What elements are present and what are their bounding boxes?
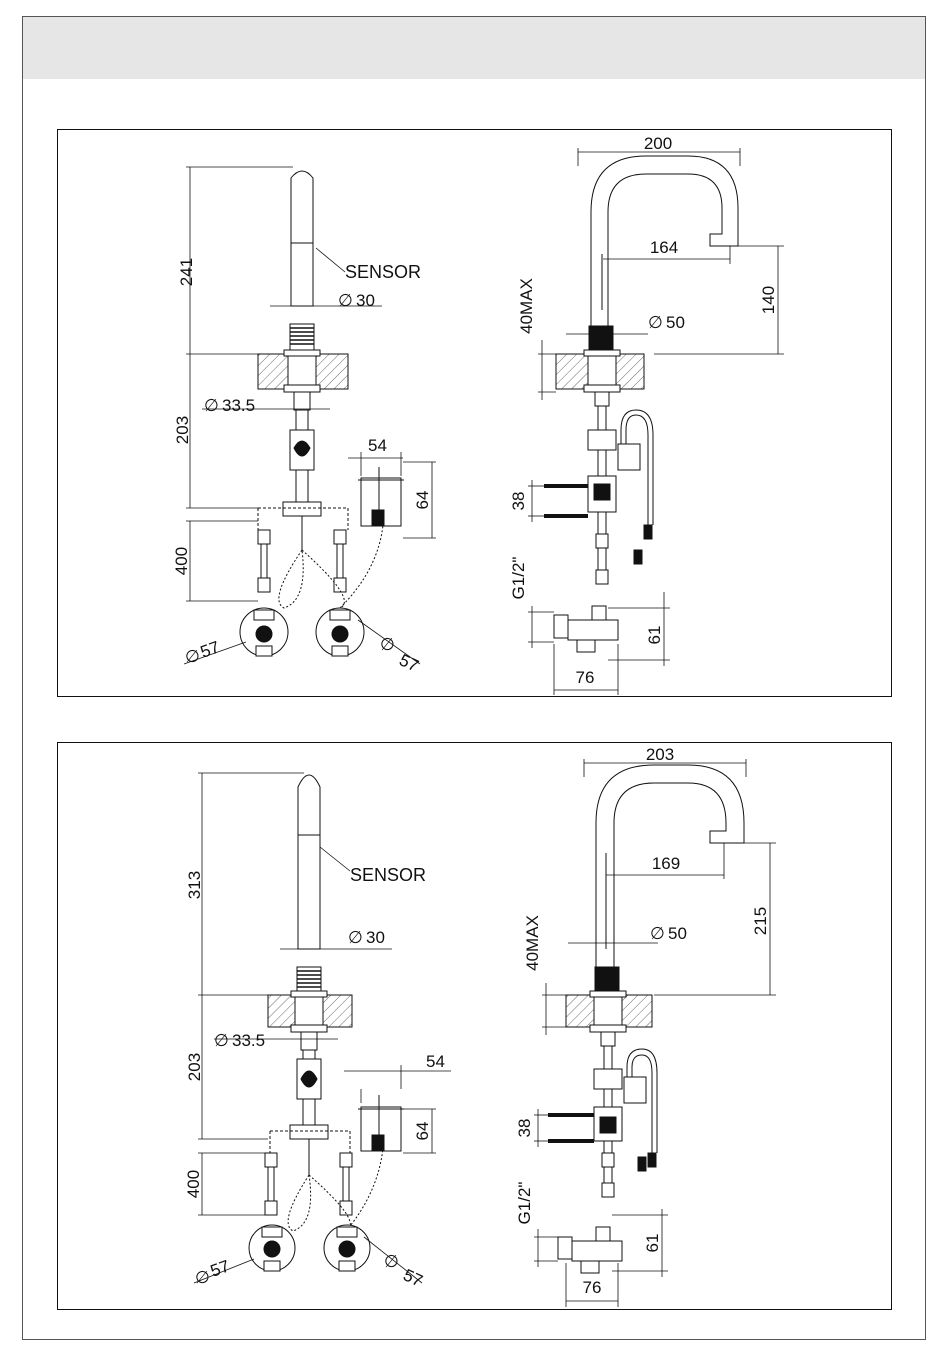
dim-valve-h: 61 <box>643 1234 662 1253</box>
sensor-label: SENSOR <box>345 262 421 282</box>
dim-deck: 40MAX <box>523 915 542 971</box>
dia-symbol: ∅ <box>348 928 363 947</box>
dim-bracket: 38 <box>509 492 528 511</box>
dim-spout-height: 215 <box>751 907 770 935</box>
dim-hose-len: 400 <box>172 547 191 575</box>
dia-symbol: ∅ <box>195 1268 210 1287</box>
drawing-svg-bottom: 313 SENSOR ∅ 30 203 ∅ 33.5 54 64 400 ∅ 5… <box>58 743 893 1311</box>
dim-box-w: 54 <box>426 1052 445 1071</box>
dim-box-h: 64 <box>413 491 432 510</box>
dim-shank-dia: 33.5 <box>222 396 255 415</box>
drawing-svg-top: 241 SENSOR 30 ∅ 203 ∅ 33.5 54 64 400 ∅ 5… <box>58 130 893 698</box>
dim-hose-len: 400 <box>184 1170 203 1198</box>
dia-symbol: ∅ <box>384 1252 399 1271</box>
dim-bracket: 38 <box>515 1119 534 1138</box>
dia-symbol: ∅ <box>650 924 665 943</box>
front-view-bottom <box>194 773 451 1283</box>
dim-spout-dia: 30 <box>366 928 385 947</box>
dim-thread: G1/2" <box>509 557 528 600</box>
dim-below-deck: 203 <box>173 416 192 444</box>
side-view-bottom <box>534 759 776 1307</box>
dim-height: 241 <box>177 258 196 286</box>
dim-shank-dia: 33.5 <box>232 1031 265 1050</box>
dim-thread: G1/2" <box>515 1182 534 1225</box>
dim-height: 313 <box>185 871 204 899</box>
side-view-top <box>528 148 784 695</box>
spout-body <box>298 775 320 949</box>
dia-symbol: ∅ <box>185 647 200 666</box>
dim-base-dia: 50 <box>666 313 685 332</box>
dia-symbol: ∅ <box>204 396 219 415</box>
sensor-label: SENSOR <box>350 865 426 885</box>
dim-valve-w: 76 <box>583 1278 602 1297</box>
header-band <box>23 17 925 79</box>
dim-reach: 200 <box>644 134 672 153</box>
dim-valve-left: 57 <box>208 1256 232 1280</box>
dia-symbol: ∅ <box>380 635 395 654</box>
dim-base-dia: 50 <box>668 924 687 943</box>
dim-below-deck: 203 <box>185 1053 204 1081</box>
dim-box-w: 54 <box>368 436 387 455</box>
dim-box-h: 64 <box>413 1122 432 1141</box>
spout-body <box>291 171 313 306</box>
dim-spout-height: 140 <box>759 286 778 314</box>
drawing-panel-bottom: 313 SENSOR ∅ 30 203 ∅ 33.5 54 64 400 ∅ 5… <box>57 742 892 1310</box>
dia-symbol: ∅ <box>214 1031 229 1050</box>
dia-symbol: ∅ <box>338 291 353 310</box>
dim-deck: 40MAX <box>517 278 536 334</box>
dim-valve-h: 61 <box>645 626 664 645</box>
drawing-panel-top: 241 SENSOR 30 ∅ 203 ∅ 33.5 54 64 400 ∅ 5… <box>57 129 892 697</box>
dim-valve-w: 76 <box>576 668 595 687</box>
dim-reach-inner: 169 <box>652 854 680 873</box>
dia-symbol: ∅ <box>648 313 663 332</box>
front-view-top <box>184 167 436 664</box>
dim-reach-inner: 164 <box>650 238 678 257</box>
dim-spout-dia: 30 <box>356 291 375 310</box>
dim-reach: 203 <box>646 745 674 764</box>
dim-valve-right: 57 <box>396 650 421 675</box>
